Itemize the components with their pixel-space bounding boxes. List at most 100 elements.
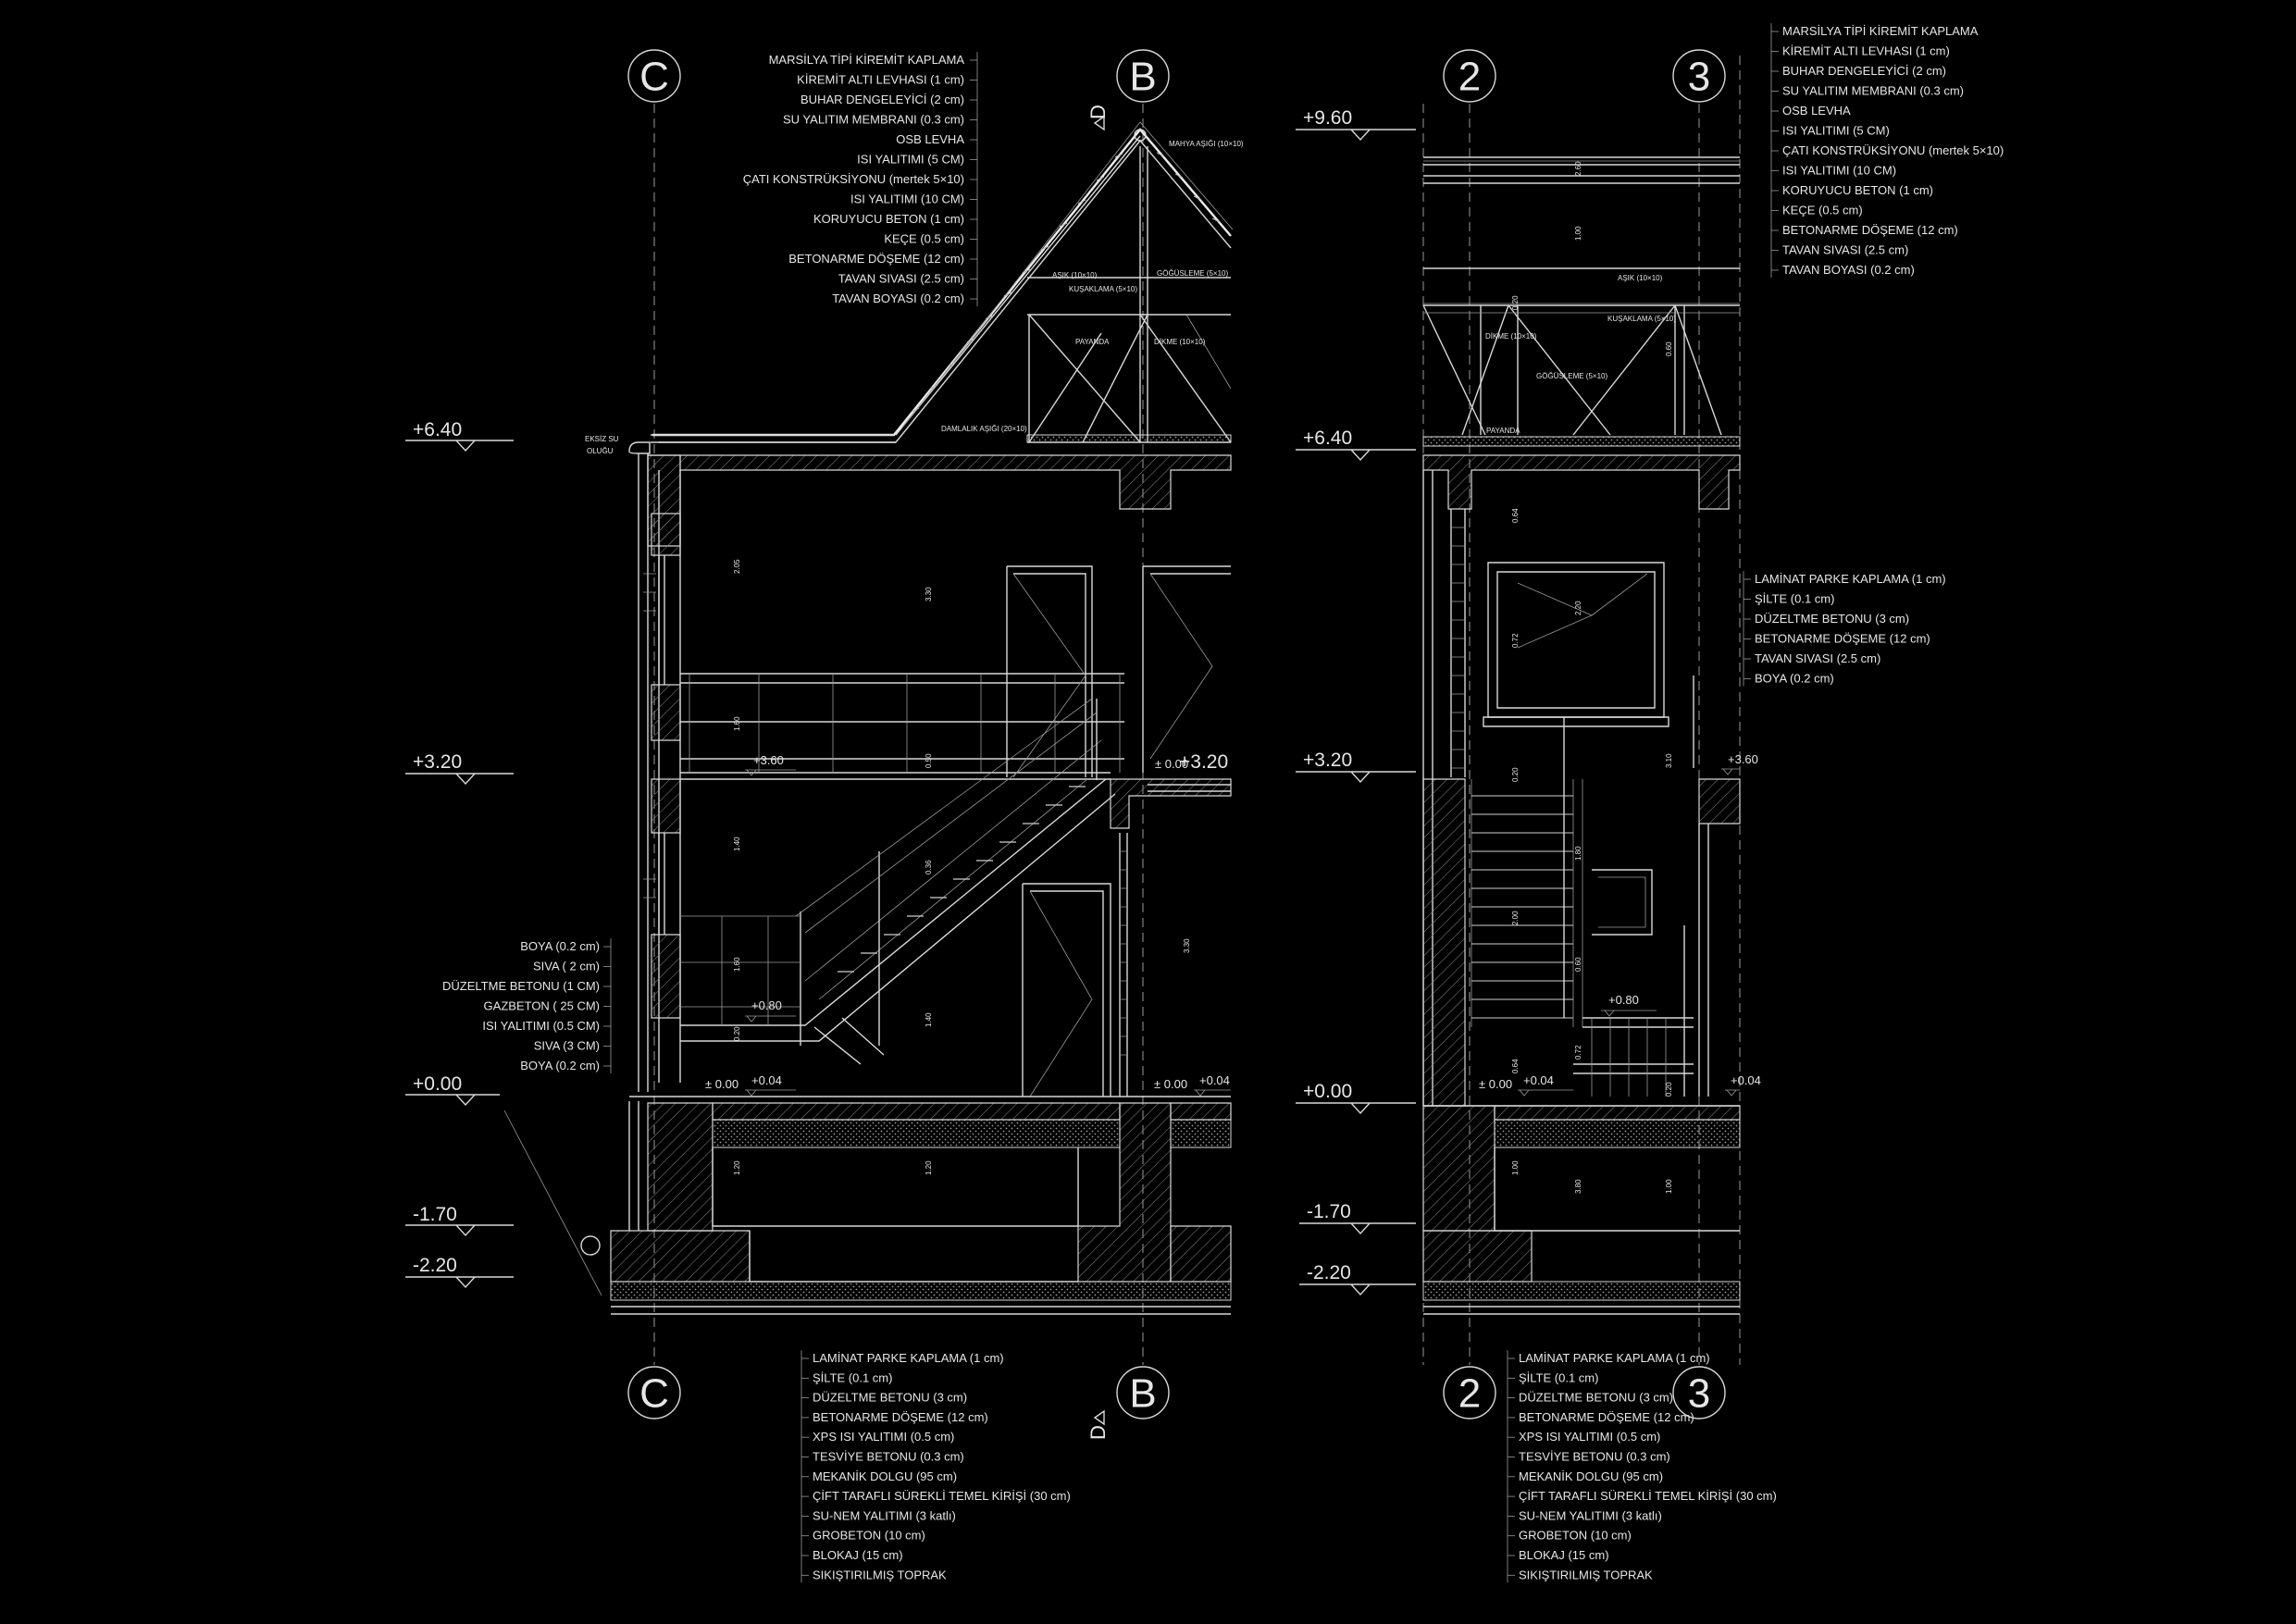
layer-label: KORUYUCU BETON (1 cm) <box>813 212 964 226</box>
svg-text:± 0.00: ± 0.00 <box>1155 757 1188 771</box>
roof-truss <box>1026 146 1232 443</box>
svg-text:1.00: 1.00 <box>1511 1160 1520 1175</box>
layer-label: ISI YALITIMI (10 CM) <box>1782 164 1896 178</box>
layer-label: BUHAR DENGELEYİCİ (2 cm) <box>1782 64 1946 78</box>
layer-label: MARSİLYA TİPİ KİREMİT KAPLAMA <box>1782 24 1979 38</box>
layer-label: DÜZELTME BETONU (3 cm) <box>1519 1391 1673 1405</box>
slab-320 <box>680 772 1232 829</box>
section-cut-d-bottom: D <box>1086 1409 1110 1440</box>
svg-text:+3.60: +3.60 <box>753 753 784 767</box>
layer-label: ÇATI KONSTRÜKSİYONU (mertek 5×10) <box>743 172 964 186</box>
svg-text:3.10: 3.10 <box>1665 753 1673 768</box>
svg-text:+9.60: +9.60 <box>1303 107 1352 129</box>
section-right: +3.60 +0.80 ± 0.00 +0.04 +0.04 2.60 1.00… <box>1422 156 1761 1315</box>
svg-text:+0.80: +0.80 <box>1608 993 1639 1007</box>
axis-c-bottom-label: C <box>639 1371 669 1417</box>
inner-wall-b <box>1119 833 1128 1097</box>
svg-text:-1.70: -1.70 <box>1307 1201 1351 1222</box>
svg-text:2.60: 2.60 <box>1574 161 1582 176</box>
wall-exterior-left <box>638 453 681 1092</box>
layer-label: GROBETON (10 cm) <box>1519 1529 1632 1543</box>
layer-label: BETONARME DÖŞEME (12 cm) <box>788 252 964 266</box>
floor-layers-mid-annotation: LAMİNAT PARKE KAPLAMA (1 cm)ŞİLTE (0.1 c… <box>1743 571 1946 687</box>
svg-text:KUŞAKLAMA (5×10): KUŞAKLAMA (5×10) <box>1069 285 1137 293</box>
svg-text:1.20: 1.20 <box>925 1160 933 1175</box>
layer-label: ISI YALITIMI (5 CM) <box>1782 124 1890 138</box>
svg-text:KUŞAKLAMA (5×10): KUŞAKLAMA (5×10) <box>1607 315 1676 323</box>
truss-labels-right: AŞIK (10×10) KUŞAKLAMA (5×10) DİKME (10×… <box>1485 274 1676 435</box>
svg-text:+3.20: +3.20 <box>413 751 462 773</box>
window-right <box>1483 562 1669 727</box>
layer-label: OSB LEVHA <box>1782 104 1851 118</box>
svg-text:+3.60: +3.60 <box>1728 752 1758 766</box>
layer-label: TESVİYE BETONU (0.3 cm) <box>813 1450 964 1464</box>
svg-text:+3.20: +3.20 <box>1179 751 1228 773</box>
level-left-m220: -2.20 <box>405 1255 514 1289</box>
axis-b-top-label: B <box>1129 55 1156 100</box>
axis-bubbles: C B C B 2 3 2 3 <box>627 49 1726 1440</box>
section-cut-d-top: D <box>1086 105 1110 131</box>
svg-text:+0.04: +0.04 <box>1199 1073 1230 1087</box>
walls-right <box>1422 470 1741 1107</box>
layer-label: MEKANİK DOLGU (95 cm) <box>813 1469 957 1483</box>
svg-text:DİKME (10×10): DİKME (10×10) <box>1154 338 1206 346</box>
roof-layers-right-annotation: MARSİLYA TİPİ KİREMİT KAPLAMA KİREMİT ALT… <box>1770 23 2004 278</box>
svg-text:MAHYA AŞIĞI (10×10): MAHYA AŞIĞI (10×10) <box>1169 140 1244 148</box>
svg-text:1.40: 1.40 <box>733 837 741 851</box>
dimension-labels-left: 2.05 3.30 1.60 1.40 1.40 0.20 1.60 0.36 … <box>733 559 1191 1175</box>
layer-label: TESVİYE BETONU (0.3 cm) <box>1519 1450 1670 1464</box>
svg-text:1.60: 1.60 <box>733 957 741 972</box>
layer-label: DÜZELTME BETONU (3 cm) <box>813 1391 967 1405</box>
layer-label: BETONARME DÖŞEME (12 cm) <box>1755 632 1930 646</box>
layer-label: KİREMİT ALTI LEVHASI (1 cm) <box>1782 44 1950 58</box>
layer-label: BLOKAJ (15 cm) <box>813 1548 903 1562</box>
svg-text:PAYANDA: PAYANDA <box>1075 338 1110 346</box>
layer-label: TAVAN SIVASI (2.5 cm) <box>838 272 964 286</box>
svg-text:2.20: 2.20 <box>1574 601 1582 615</box>
svg-text:+0.00: +0.00 <box>1303 1081 1352 1102</box>
truss-labels-left: MAHYA AŞIĞI (10×10) AŞIK (10×10) KUŞAKLA… <box>585 140 1244 455</box>
layer-label: ISI YALITIMI (5 CM) <box>857 153 964 167</box>
inner-levels-left: +3.60 ± 0.00 +3.20 +0.80 ± 0.00 +0.04 ± … <box>705 751 1231 1097</box>
layer-label: SU-NEM YALITIMI (3 katlı) <box>813 1508 956 1522</box>
layer-label: TAVAN SIVASI (2.5 cm) <box>1755 651 1880 665</box>
axis-2-top-label: 2 <box>1458 55 1481 100</box>
layer-label: BETONARME DÖŞEME (12 cm) <box>813 1410 988 1424</box>
svg-text:AŞIK (10×10): AŞIK (10×10) <box>1052 271 1098 279</box>
svg-text:0.20: 0.20 <box>1511 767 1520 782</box>
svg-text:-1.70: -1.70 <box>413 1204 457 1225</box>
layer-label: OSB LEVHA <box>896 132 964 146</box>
layer-label: BOYA (0.2 cm) <box>520 939 600 953</box>
layer-label: SIVA (3 CM) <box>534 1039 600 1053</box>
svg-text:2.05: 2.05 <box>733 559 741 574</box>
svg-text:OLUĞU: OLUĞU <box>587 447 614 455</box>
layer-label: BOYA (0.2 cm) <box>1755 672 1834 686</box>
level-right-m170: -1.70 <box>1299 1201 1416 1235</box>
layer-label: XPS ISI YALITIMI (0.5 cm) <box>1519 1430 1660 1444</box>
axis-2-top: 2 <box>1443 49 1496 103</box>
roof-gable <box>628 121 1234 454</box>
level-markers-right: +9.60 +6.40 +3.20 +0.00 -1.70 -2.20 <box>1296 107 1416 1296</box>
level-markers-left: +6.40 +3.20 +0.00 -1.70 -2.20 <box>405 419 514 1289</box>
svg-text:+6.40: +6.40 <box>1303 428 1352 449</box>
level-left-640: +6.40 <box>405 419 514 452</box>
upper-doors <box>1006 565 1231 778</box>
svg-text:+0.00: +0.00 <box>413 1073 462 1095</box>
axis-3-bottom: 3 <box>1672 1366 1726 1419</box>
svg-text:PAYANDA: PAYANDA <box>1486 427 1520 435</box>
ground-layers-right-annotation: LAMİNAT PARKE KAPLAMA (1 cm)ŞİLTE (0.1 c… <box>1507 1350 1777 1583</box>
svg-text:± 0.00: ± 0.00 <box>705 1077 738 1091</box>
svg-text:0.72: 0.72 <box>1574 1045 1582 1060</box>
layer-label: LAMİNAT PARKE KAPLAMA (1 cm) <box>813 1351 1004 1365</box>
svg-text:GÖĞÜSLEME (5×10): GÖĞÜSLEME (5×10) <box>1157 269 1228 278</box>
level-left-320: +3.20 <box>405 751 514 786</box>
axis-3-bottom-label: 3 <box>1688 1371 1710 1417</box>
level-left-m170: -1.70 <box>405 1204 514 1237</box>
section-left: +3.60 ± 0.00 +3.20 +0.80 ± 0.00 +0.04 ± … <box>503 121 1244 1315</box>
layer-label: BETONARME DÖŞEME (12 cm) <box>1782 223 1958 237</box>
layer-label: SU-NEM YALITIMI (3 katlı) <box>1519 1508 1662 1522</box>
svg-text:1.80: 1.80 <box>1574 846 1582 861</box>
layer-label: ÇİFT TARAFLI SÜREKLİ TEMEL KİRİŞİ (30 cm… <box>813 1489 1071 1503</box>
